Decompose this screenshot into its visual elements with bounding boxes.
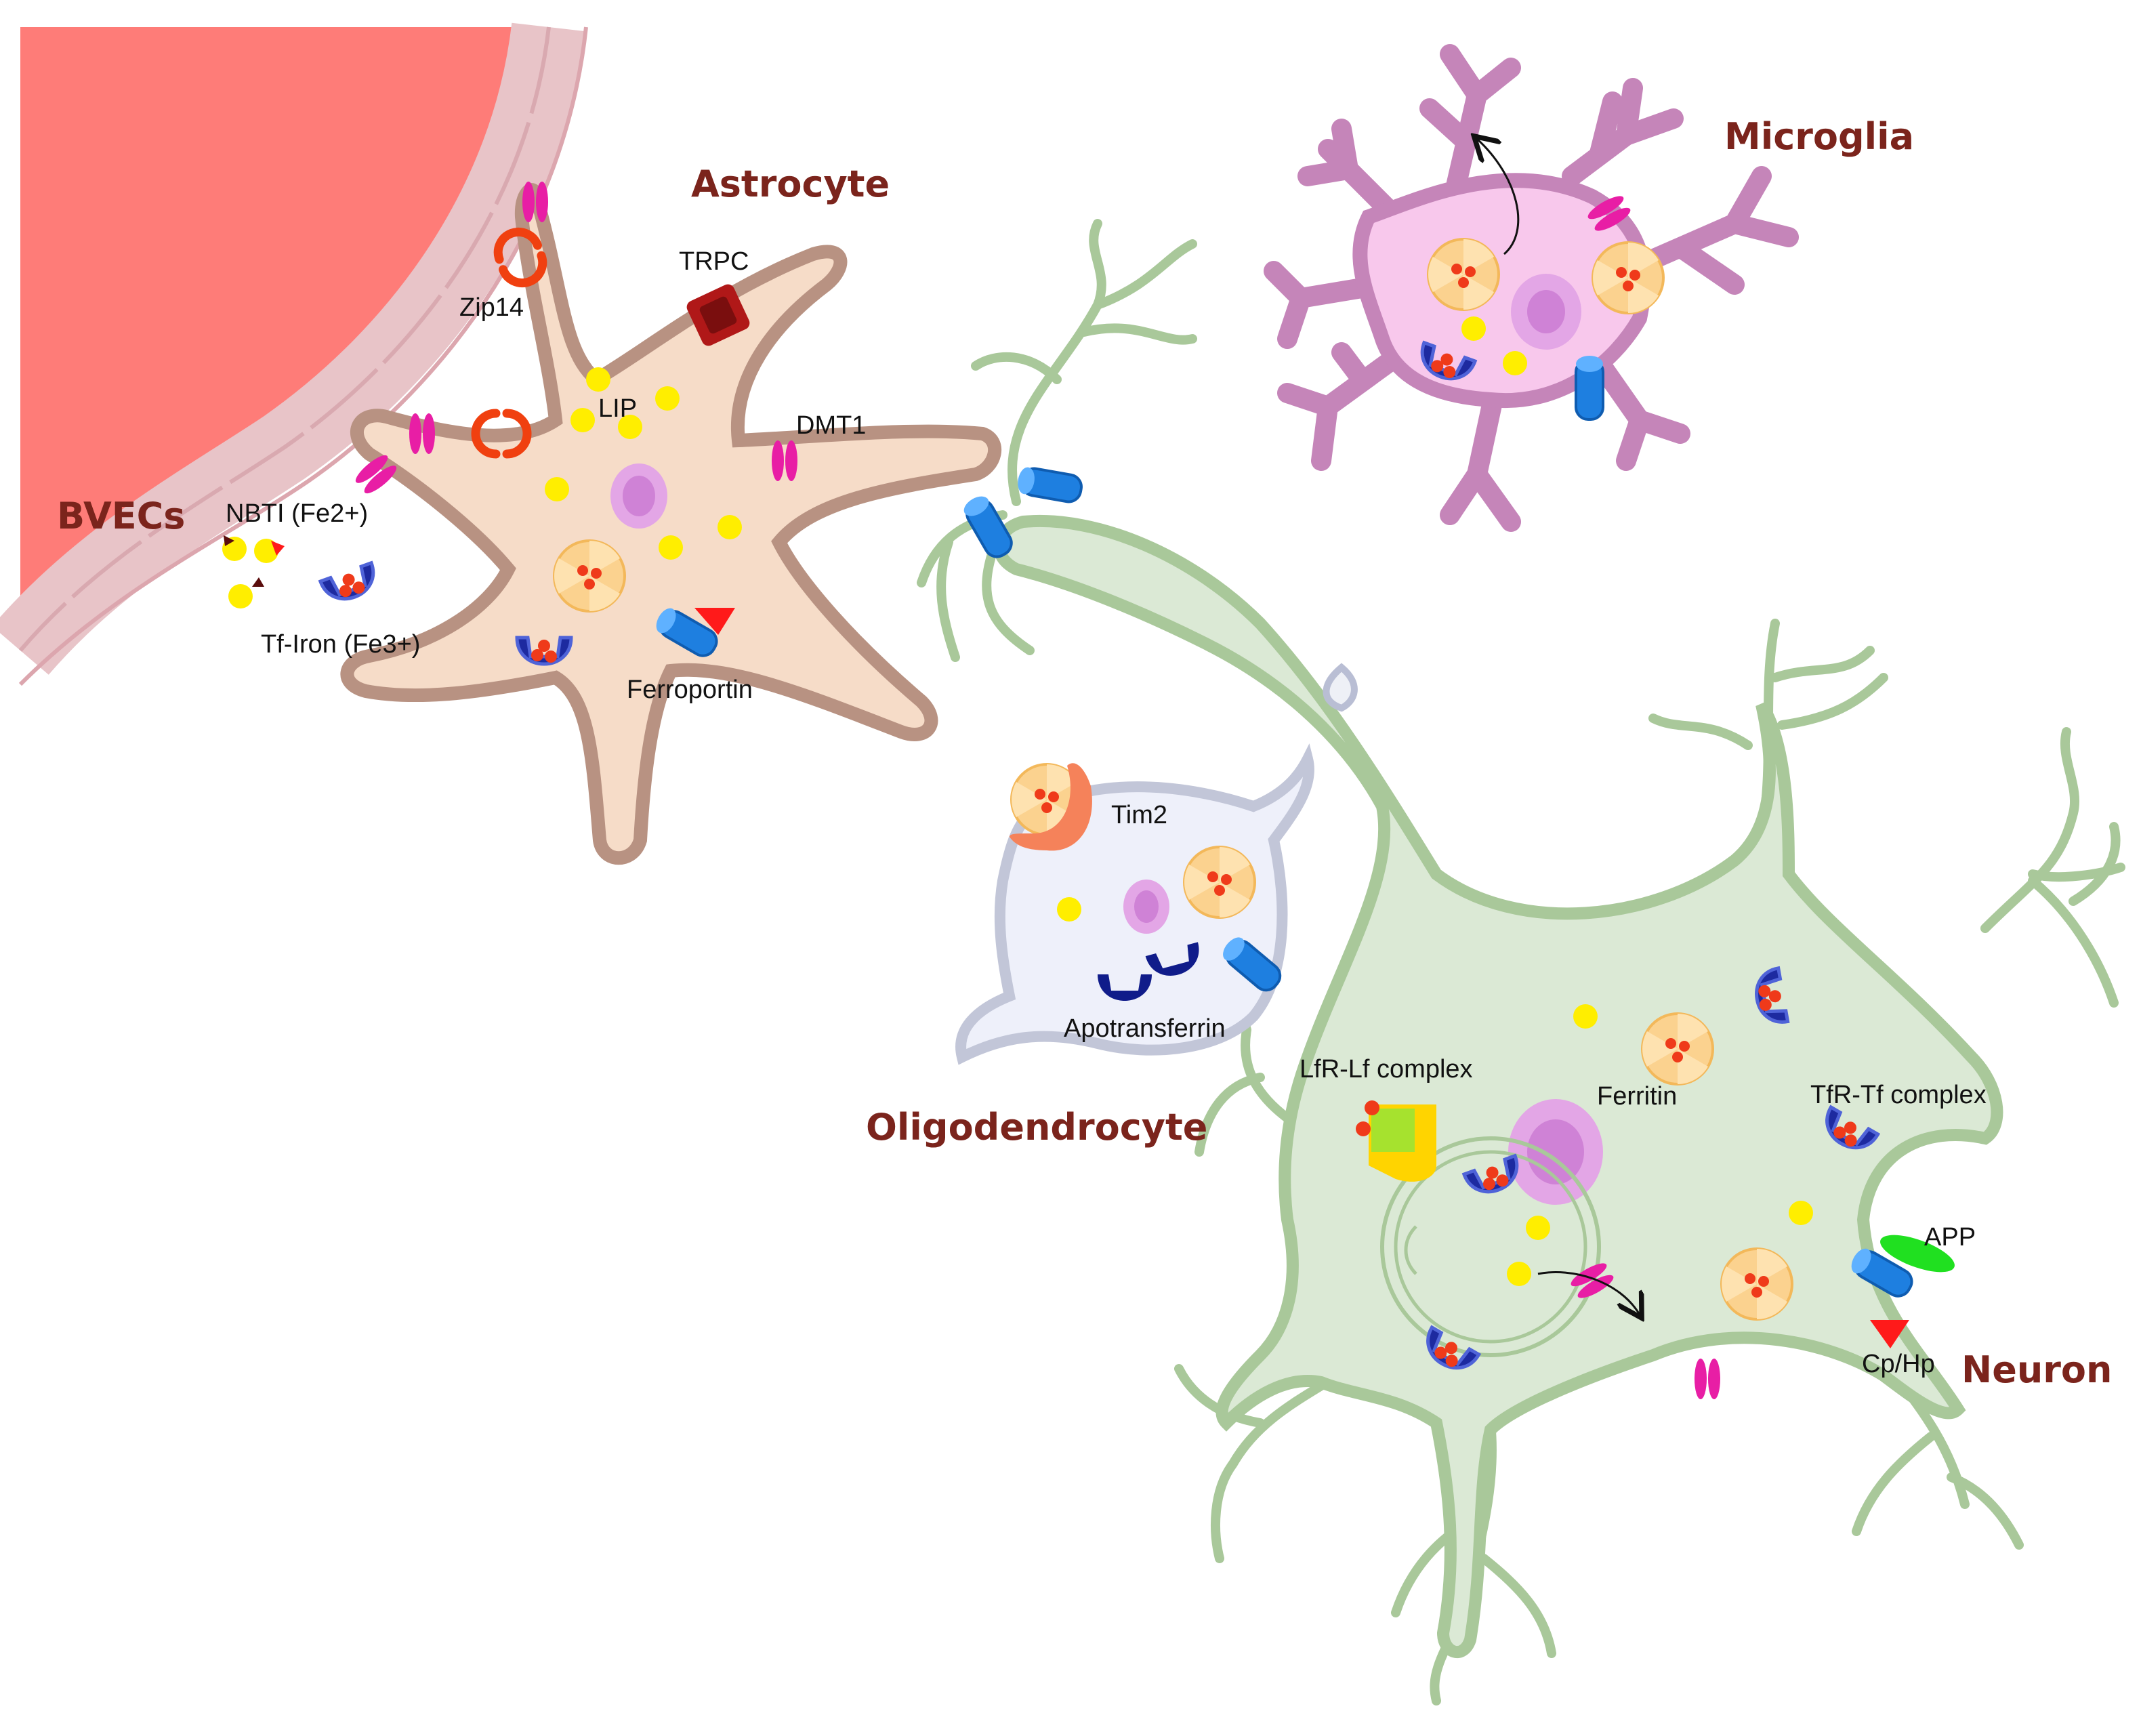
lip-label: LIP [598,394,637,423]
zip14-label: Zip14 [459,293,524,322]
ceruloplasmin-hephaestin [694,608,1909,1348]
nbti-label: NBTI (Fe2+) [226,499,368,528]
ferritin-label: Ferritin [1597,1082,1677,1111]
bvecs-title: BVECs [57,495,185,537]
microglia-export-arrow [1477,139,1520,255]
lfr-lf-complex [1356,1100,1436,1182]
neuron-endosome-arrow [1537,1271,1640,1315]
trpc-label: TRPC [679,247,749,276]
oligodendrocyte-title: Oligodendrocyte [866,1106,1207,1149]
ferroportin-label: Ferroportin [627,676,753,704]
cp-hp-label: Cp/Hp [1862,1350,1935,1378]
neuron-body [993,515,2003,1659]
tf-iron-label: Tf-Iron (Fe3+) [261,630,420,659]
trpc-channel [686,284,750,346]
app-protein [1880,1235,1955,1273]
neuron-title: Neuron [1961,1348,2112,1391]
tim2-label: Tim2 [1111,801,1167,829]
microglia-cell [1264,44,1799,532]
blood-vessel [0,22,588,686]
astrocyte-cell [340,183,1001,865]
astrocyte-title: Astrocyte [691,163,890,205]
microglia-title: Microglia [1724,115,1914,158]
tim2-receptor [1010,763,1092,851]
dmt1-label: DMT1 [796,411,866,440]
apotransferrin-label: Apotransferrin [1064,1014,1226,1043]
tfr-tf-label: TfR-Tf complex [1810,1081,1987,1109]
app-label: APP [1924,1223,1976,1252]
extracellular-nbti [222,535,285,608]
lfr-lf-label: LfR-Lf complex [1300,1055,1473,1083]
